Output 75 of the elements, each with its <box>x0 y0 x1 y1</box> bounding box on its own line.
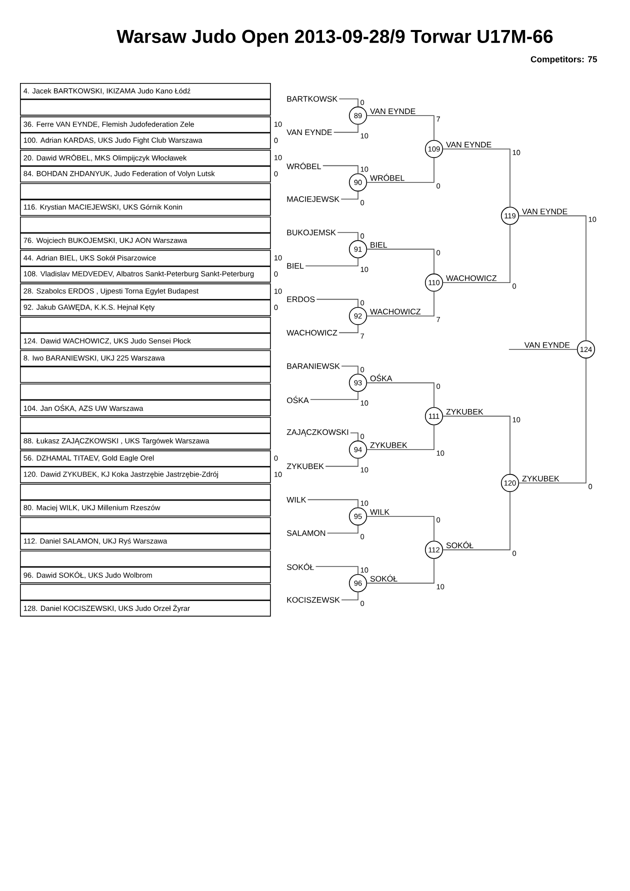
bracket-line <box>341 592 358 600</box>
edge-label: VAN EYNDE <box>446 142 492 148</box>
title: Warsaw Judo Open 2013-09-28/9 Torwar U17M-66 <box>116 29 553 47</box>
bracket-line <box>442 492 510 550</box>
winner-name: WRÓBEL <box>286 162 321 170</box>
bracket-line <box>366 291 434 316</box>
bracket-line <box>333 124 358 133</box>
competitor-box <box>20 183 271 200</box>
bracket-line <box>366 558 434 584</box>
winner-name: VAN EYNDE <box>286 130 332 136</box>
bracket-line <box>337 232 358 241</box>
bracket-line <box>518 358 586 484</box>
bracket-line <box>316 298 358 308</box>
winner-name: WACHOWICZ <box>286 330 338 336</box>
edge-label: ZYKUBEK <box>522 476 560 482</box>
bracket-line <box>366 248 434 274</box>
edge-label: SOKÓŁ <box>446 541 474 548</box>
bracket-line <box>350 432 358 441</box>
bracket-line <box>366 516 434 542</box>
competitor-box <box>20 550 271 567</box>
bracket-line <box>366 158 434 183</box>
bracket-line <box>518 215 586 341</box>
bracket-line <box>307 499 358 508</box>
edge-label: VAN EYNDE <box>370 108 416 114</box>
bracket-line <box>442 416 510 474</box>
winner-name: MACIEJEWSK <box>287 196 340 202</box>
winner-name: BARTKOWSK <box>287 96 338 102</box>
edge-label: ZYKUBEK <box>446 409 484 415</box>
winner-name: BUKOJEMSK <box>287 230 336 236</box>
competitor-box <box>20 484 271 500</box>
bracket-line <box>366 424 434 450</box>
competitor-box <box>20 366 271 383</box>
bracket-line <box>508 349 578 350</box>
edge-label: SOKÓŁ <box>370 574 398 582</box>
bracket-line <box>310 391 358 400</box>
edge-label: WACHOWICZ <box>446 275 497 281</box>
bracket-line <box>442 148 510 208</box>
bracket-line <box>315 566 358 575</box>
winner-name: OŚKA <box>286 396 309 404</box>
competitor-box <box>20 517 271 534</box>
bracket-line <box>305 258 358 266</box>
winner-name: ZYKUBEK <box>286 464 324 470</box>
competitor-box <box>20 316 271 334</box>
bracket-line <box>366 115 434 140</box>
edge-label: OŚKA <box>370 374 392 382</box>
bracket-line <box>325 458 358 467</box>
bracket-line <box>442 224 510 283</box>
competitor-box <box>20 417 271 434</box>
winner-name: BIEL <box>287 263 304 269</box>
winner-name: KOCISZEWSK <box>287 597 340 603</box>
edge-label: WACHOWICZ <box>370 308 421 314</box>
edge-label: WRÓBEL <box>370 174 404 181</box>
bracket-line <box>341 366 358 374</box>
winner-name: ERDOS <box>287 296 315 302</box>
winner-name: ZAJĄCZKOWSKI <box>286 429 348 437</box>
edge-label: WILK <box>370 509 390 515</box>
bracket-line <box>338 324 358 334</box>
winner-name: WILK <box>286 496 306 502</box>
competitor-box <box>20 216 271 233</box>
edge-label: ZYKUBEK <box>370 442 408 448</box>
competitor-box <box>20 99 271 116</box>
bracket-line <box>366 382 434 408</box>
edge-label: VAN EYNDE <box>524 342 570 348</box>
bracket-line <box>326 525 358 534</box>
winner-name: BARANIEWSK <box>287 363 340 369</box>
competitor-box <box>20 384 271 400</box>
bracket-line <box>338 98 358 107</box>
bracket-line <box>322 165 358 174</box>
edge-label: VAN EYNDE <box>522 208 568 214</box>
edge-label: BIEL <box>370 242 388 248</box>
bracket-line <box>340 191 358 200</box>
winner-name: SALAMON <box>286 530 326 536</box>
competitors-count: Competitors: 75 <box>530 56 598 64</box>
winner-name: SOKÓŁ <box>286 563 314 570</box>
competitor-box <box>20 584 271 600</box>
